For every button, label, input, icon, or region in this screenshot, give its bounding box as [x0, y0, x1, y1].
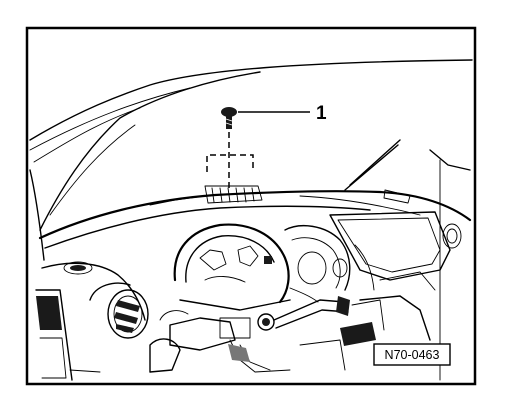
- defroster-vent: [204, 185, 411, 204]
- glovebox: [329, 211, 462, 281]
- left-air-vent: [107, 289, 149, 339]
- reference-code: N70-0463: [385, 348, 440, 362]
- figure-border: [25, 26, 477, 386]
- reference-code-box: N70-0463: [373, 343, 451, 366]
- left-side-trim: [35, 289, 101, 381]
- column-switches: [149, 287, 350, 373]
- screw-bracket: [206, 154, 254, 172]
- steering-column: [173, 223, 291, 311]
- callout-label-1: 1: [316, 103, 327, 124]
- left-dash-panel: [41, 261, 146, 321]
- lower-dash-right: [299, 271, 436, 371]
- dashboard-top: [38, 190, 472, 249]
- windshield-lines: [29, 59, 473, 261]
- screw-icon: [221, 107, 237, 129]
- instrument-cluster: [284, 224, 385, 331]
